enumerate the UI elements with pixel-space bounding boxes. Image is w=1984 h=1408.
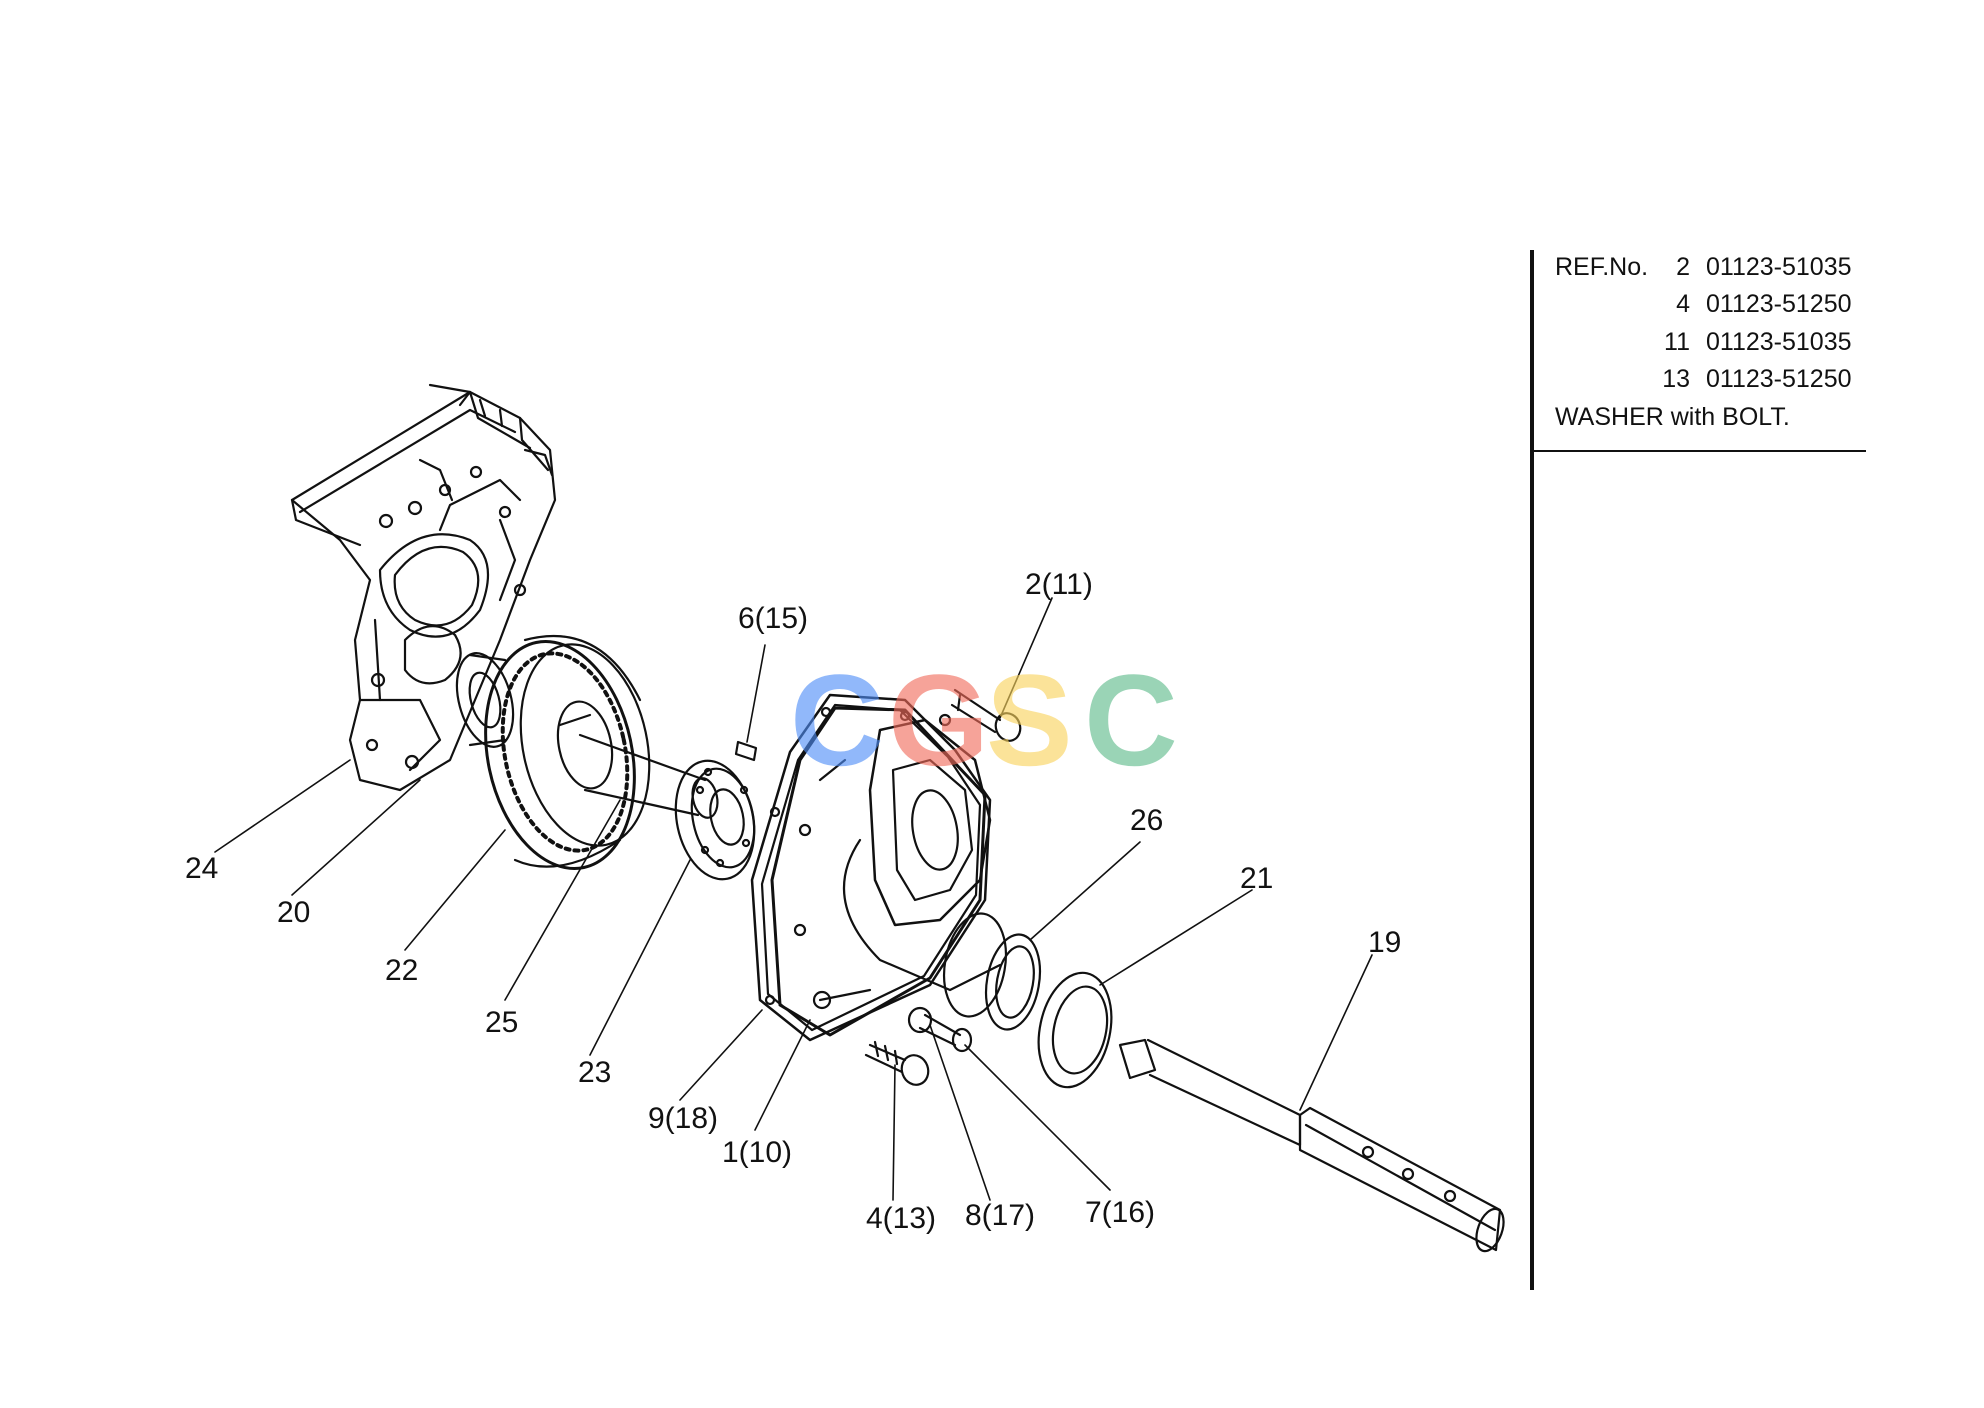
leader-lines — [214, 597, 1373, 1201]
callout-1-10: 1(10) — [722, 1136, 792, 1169]
ref-index: 2 — [1676, 253, 1690, 281]
callout-7-16: 7(16) — [1085, 1196, 1155, 1229]
watermark-letter-c2: C — [1084, 647, 1178, 793]
watermark-letter-c: C — [790, 647, 884, 793]
bolt-4-13 — [864, 1040, 930, 1086]
callout-19: 19 — [1368, 926, 1401, 959]
ref-index: 13 — [1662, 365, 1690, 393]
ref-index: 11 — [1664, 328, 1690, 356]
callout-20: 20 — [277, 896, 310, 929]
gear-case-cover-1-10 — [770, 706, 1002, 1037]
callout-24: 24 — [185, 852, 218, 885]
ref-index: 4 — [1676, 290, 1690, 318]
engine-block-housing — [290, 383, 557, 792]
pto-shaft-19 — [1118, 1038, 1505, 1253]
callout-2-11: 2(11) — [1025, 568, 1093, 601]
watermark-letter-g: G — [888, 647, 990, 793]
ref-no-title: REF.No. — [1555, 253, 1649, 281]
reference-panel — [1530, 250, 1874, 1290]
ref-part-number: 01123-51250 — [1706, 365, 1852, 393]
gear-22 — [484, 634, 651, 870]
bearing-23 — [674, 759, 756, 881]
ref-part-number: 01123-51035 — [1706, 328, 1852, 356]
washer-21 — [1037, 971, 1113, 1089]
callout-25: 25 — [485, 1006, 518, 1039]
watermark-letter-s: S — [986, 647, 1073, 793]
oil-seal-26 — [943, 912, 1042, 1031]
bolt-8-17 — [907, 1006, 962, 1047]
callout-22: 22 — [385, 954, 418, 987]
ref-note: WASHER with BOLT. — [1555, 403, 1790, 431]
bolt-2-11 — [950, 688, 1022, 742]
ref-part-number: 01123-51035 — [1706, 253, 1852, 281]
reference-divider — [1530, 450, 1866, 452]
washer-7-16 — [951, 1027, 973, 1053]
callout-8-17: 8(17) — [965, 1199, 1035, 1232]
callout-4-13: 4(13) — [866, 1202, 936, 1235]
shaft-25 — [558, 713, 719, 819]
callout-labels: 24 20 22 25 23 9(18) 1(10) 4(13) 8(17) 7… — [185, 568, 1401, 1235]
callout-6-15: 6(15) — [738, 602, 808, 635]
callout-23: 23 — [578, 1056, 611, 1089]
callout-21: 21 — [1240, 862, 1273, 895]
callout-9-18: 9(18) — [648, 1102, 718, 1135]
callout-26: 26 — [1130, 804, 1163, 837]
dowel-pin-6-15 — [734, 740, 758, 762]
ref-part-number: 01123-51250 — [1706, 290, 1852, 318]
